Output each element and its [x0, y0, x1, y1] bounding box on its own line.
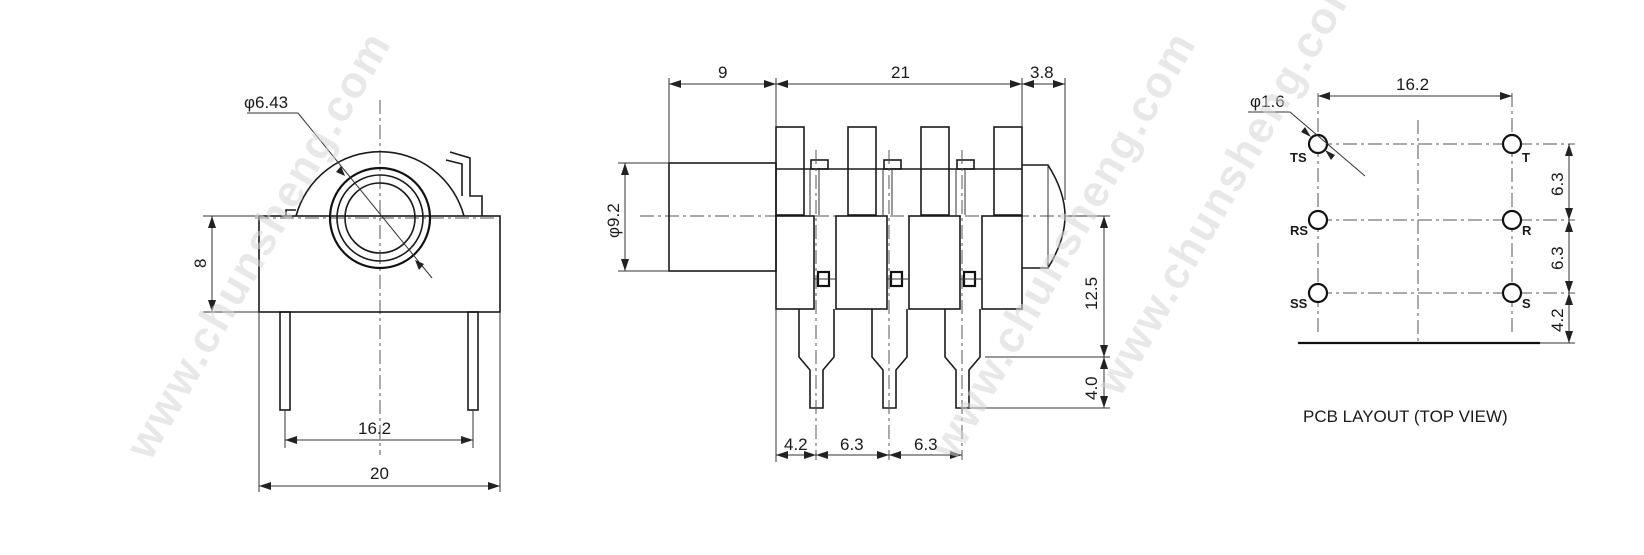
pcb-width-label: 16.2: [1396, 75, 1429, 94]
side-block-3: [908, 215, 961, 310]
front-view: φ6.43 8 16.2 20: [191, 93, 501, 492]
pcb-width-arrow-left: [1318, 92, 1330, 100]
pcb-pad-ts: [1307, 133, 1329, 155]
side-dia-arrow-top: [621, 163, 629, 175]
pcb-hole-arrow-b: [1325, 150, 1335, 160]
side-bottom-arrow-6: [950, 451, 962, 459]
side-top-dim-3: 3.8: [1030, 63, 1054, 82]
pcb-hole-label: φ1.6: [1250, 92, 1285, 111]
side-clip-2: [883, 159, 902, 170]
side-top-arrow-1: [669, 80, 681, 88]
side-height-arrow-4: [1100, 396, 1108, 408]
front-pin-arrow-left: [285, 436, 297, 444]
side-top-dim-1: 9: [718, 63, 727, 82]
side-top-terminal-4: [993, 126, 1023, 216]
side-bottom-arrow-3: [816, 451, 828, 459]
pcb-v-arrow-5: [1565, 293, 1573, 305]
pcb-vdim-1: 6.3: [1548, 172, 1567, 196]
pcb-pad-s: [1501, 282, 1523, 304]
front-housing-arc: [295, 150, 465, 217]
pcb-vdim-3: 4.2: [1548, 308, 1567, 332]
side-block-2: [835, 215, 888, 310]
front-left-pin: [279, 311, 291, 411]
side-bottom-arrow-1: [776, 451, 788, 459]
front-mid-ring: [336, 174, 424, 262]
front-outer-ring: [328, 166, 432, 270]
side-bottom-arrow-4: [877, 451, 889, 459]
side-height-arrow-3: [1100, 357, 1108, 369]
side-top-arrow-6: [1053, 80, 1065, 88]
side-inner-legs: [809, 169, 966, 215]
side-clip-1: [810, 159, 829, 170]
pcb-pad-t: [1501, 133, 1523, 155]
side-top-terminal-3: [920, 126, 950, 216]
front-height-arrow-bottom: [208, 300, 216, 312]
side-bottom-dim-3: 6.3: [914, 435, 938, 454]
pcb-v-arrow-4: [1565, 281, 1573, 293]
pcb-pad-rs: [1307, 209, 1329, 231]
pcb-caption: PCB LAYOUT (TOP VIEW): [1303, 407, 1508, 426]
front-body: [258, 215, 501, 313]
front-height-label: 8: [191, 259, 210, 268]
front-pin-spacing-label: 16.2: [358, 419, 391, 438]
side-top-terminal-1: [775, 126, 805, 216]
side-top-arrow-4: [1010, 80, 1022, 88]
side-top-terminal-2: [847, 126, 877, 216]
front-diameter-label: φ6.43: [244, 93, 288, 112]
side-bottom-dim-1: 4.2: [784, 435, 808, 454]
side-bottom-dim-2: 6.3: [840, 435, 864, 454]
side-view: 9 21 3.8 φ9.2 12.5 4.0 4.2 6.3 6.3: [604, 63, 1110, 462]
pcb-v-arrow-2: [1565, 208, 1573, 220]
side-clip-3: [956, 159, 975, 170]
pcb-pad-ss: [1307, 282, 1329, 304]
side-top-arrow-3: [776, 80, 788, 88]
pcb-hole-leader: [1289, 111, 1366, 177]
front-notch: [285, 209, 296, 216]
pcb-layout: TS RS SS T R S φ1.6 16.2 6.3 6.3 4.2 PCB…: [1248, 75, 1575, 426]
front-bent-terminal: [449, 151, 483, 216]
pcb-label-ts: TS: [1290, 150, 1307, 165]
pcb-label-t: T: [1522, 150, 1530, 165]
front-right-pin: [467, 311, 479, 411]
pcb-v-arrow-6: [1565, 331, 1573, 343]
front-diameter-arrow-a: [336, 166, 345, 176]
pcb-label-s: S: [1522, 296, 1531, 311]
pcb-hole-arrow-a: [1301, 127, 1311, 137]
front-width-arrow-left: [259, 482, 271, 490]
front-diameter-arrow-b: [415, 260, 424, 270]
side-pin-length-label: 4.0: [1082, 376, 1101, 400]
front-pin-arrow-right: [461, 436, 473, 444]
side-top-arrow-5: [1022, 80, 1034, 88]
front-diameter-leader: [297, 112, 433, 279]
front-width-arrow-right: [488, 482, 500, 490]
side-block-4: [981, 215, 1023, 310]
side-height-label: 12.5: [1082, 277, 1101, 310]
side-block-1: [775, 215, 815, 310]
pcb-width-arrow-right: [1500, 92, 1512, 100]
pcb-label-r: R: [1522, 223, 1532, 238]
side-height-arrow-2: [1100, 345, 1108, 357]
side-bottom-arrow-5: [889, 451, 901, 459]
pcb-v-arrow-1: [1565, 144, 1573, 156]
side-height-arrow-1: [1100, 216, 1108, 228]
front-width-label: 20: [370, 464, 389, 483]
side-top-arrow-2: [764, 80, 776, 88]
side-barrel: [668, 162, 777, 272]
side-bottom-arrow-2: [804, 451, 816, 459]
front-inner-ring: [344, 182, 416, 254]
pcb-v-arrow-3: [1565, 220, 1573, 232]
pcb-pad-r: [1501, 209, 1523, 231]
pcb-label-rs: RS: [1290, 223, 1308, 238]
front-height-arrow-top: [208, 216, 216, 228]
side-dia-arrow-bottom: [621, 259, 629, 271]
pcb-label-ss: SS: [1290, 296, 1308, 311]
side-diameter-label: φ9.2: [604, 203, 623, 238]
front-bent-terminal-inner: [445, 159, 463, 196]
side-top-dim-2: 21: [891, 63, 910, 82]
pcb-vdim-2: 6.3: [1548, 246, 1567, 270]
